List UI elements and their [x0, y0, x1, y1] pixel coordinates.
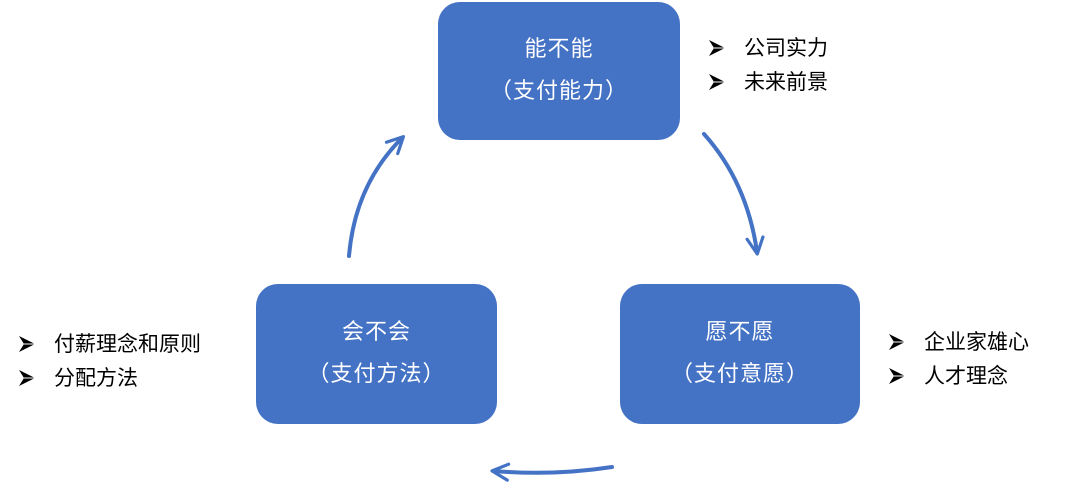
node-title: 能不能 — [524, 37, 594, 62]
arrow-top-to-right — [702, 132, 765, 256]
arrowhead-bullet-icon — [708, 38, 726, 58]
arrowhead-bullet-icon — [18, 368, 36, 388]
list-item: 付薪理念和原则 — [18, 327, 201, 361]
bullet-list-ability: 公司实力 未来前景 — [708, 31, 828, 99]
node-payment-method: 会不会 （支付方法） — [256, 284, 497, 424]
node-title: 会不会 — [341, 320, 411, 345]
arrowhead-bullet-icon — [18, 334, 36, 354]
arrowhead-bullet-icon — [888, 366, 906, 386]
bullet-list-willingness: 企业家雄心 人才理念 — [888, 325, 1029, 393]
list-item: 人才理念 — [888, 359, 1029, 393]
arrowhead-bullet-icon — [708, 72, 726, 92]
bullet-text: 付薪理念和原则 — [54, 332, 201, 356]
bullet-list-method: 付薪理念和原则 分配方法 — [18, 327, 201, 395]
bullet-text: 分配方法 — [54, 366, 138, 390]
bullet-text: 人才理念 — [924, 364, 1008, 388]
list-item: 未来前景 — [708, 65, 828, 99]
node-subtitle: （支付能力） — [489, 79, 628, 104]
bullet-text: 公司实力 — [744, 36, 828, 60]
arrowhead-bullet-icon — [888, 332, 906, 352]
node-subtitle: （支付方法） — [307, 362, 446, 387]
node-title: 愿不愿 — [705, 320, 775, 345]
arrow-right-to-left — [490, 462, 614, 482]
list-item: 企业家雄心 — [888, 325, 1029, 359]
list-item: 公司实力 — [708, 31, 828, 65]
bullet-text: 未来前景 — [744, 70, 828, 94]
bullet-text: 企业家雄心 — [924, 330, 1029, 354]
arrow-left-to-top — [347, 134, 406, 258]
list-item: 分配方法 — [18, 361, 201, 395]
node-ability-to-pay: 能不能 （支付能力） — [438, 2, 680, 140]
node-subtitle: （支付意愿） — [670, 362, 809, 387]
node-willingness-to-pay: 愿不愿 （支付意愿） — [620, 284, 860, 424]
